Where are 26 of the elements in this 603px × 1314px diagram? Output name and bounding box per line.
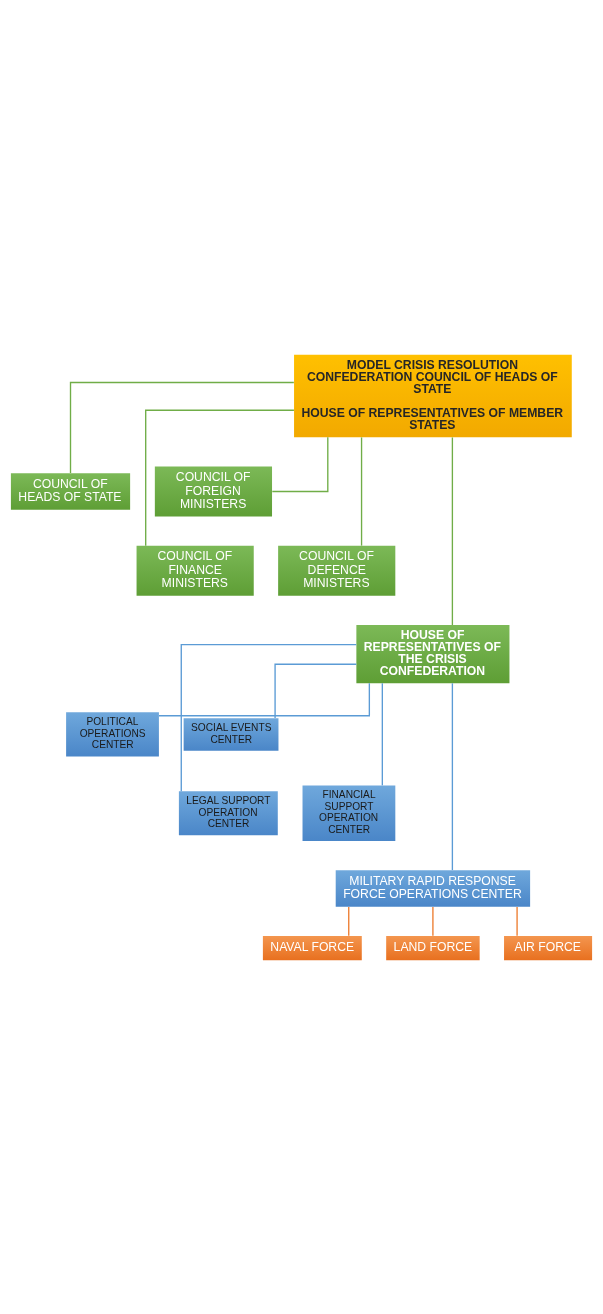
node-box: MODEL CRISIS RESOLUTION CONFEDERATION COUNCIL OF HEADS OF STATE HOUSE OF REPRESENTATIVES OF MEMBER STATES xyxy=(294,354,572,437)
node-box: SOCIAL EVENTS CENTER xyxy=(183,717,279,751)
node-box: AIR FORCE xyxy=(504,935,593,960)
connector xyxy=(451,682,454,871)
node-box: LEGAL SUPPORT OPERATION CENTER xyxy=(178,790,278,835)
node-box: COUNCIL OF DEFENCE MINISTERS xyxy=(278,545,396,596)
node-box: COUNCIL OF HEADS OF STATE xyxy=(10,472,131,510)
node-box: HOUSE OF REPRESENTATIVES OF THE CRISIS CONFEDERATION xyxy=(356,624,510,683)
connector xyxy=(158,682,371,716)
connector xyxy=(516,905,518,936)
connector xyxy=(271,436,329,492)
node-box: MILITARY RAPID RESPONSE FORCE OPERATIONS CENTER xyxy=(335,869,531,907)
connector xyxy=(69,381,295,474)
connector xyxy=(274,663,357,719)
node-box: LAND FORCE xyxy=(386,935,480,960)
node-box: COUNCIL OF FOREIGN MINISTERS xyxy=(154,466,273,517)
connector xyxy=(381,682,383,786)
connector xyxy=(451,436,454,626)
connector xyxy=(145,409,295,546)
node-box: COUNCIL OF FINANCE MINISTERS xyxy=(136,545,254,596)
connector xyxy=(432,905,434,936)
node-box: POLITICAL OPERATIONS CENTER xyxy=(66,711,159,756)
node-box: NAVAL FORCE xyxy=(262,935,362,960)
connector xyxy=(360,436,363,546)
node-box: FINANCIAL SUPPORT OPERATION CENTER xyxy=(302,785,396,841)
connector xyxy=(348,905,350,936)
